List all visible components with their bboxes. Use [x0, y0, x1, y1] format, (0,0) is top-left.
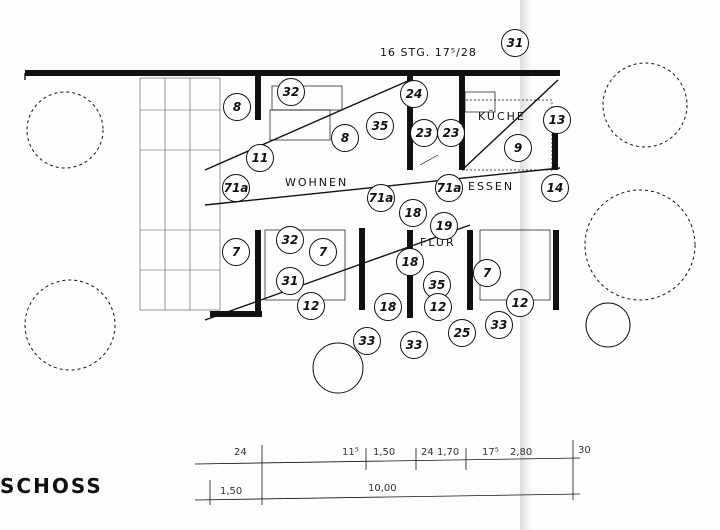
dim-label: 10,00 — [368, 483, 397, 494]
item-marker: 32 — [277, 78, 305, 106]
dim-label: 1,50 — [373, 447, 396, 458]
item-marker: 33 — [400, 331, 428, 359]
dim-label: 1,50 — [220, 486, 243, 497]
item-marker: 18 — [374, 293, 402, 321]
dim-label: 30 — [578, 445, 591, 456]
item-marker: 33 — [485, 311, 513, 339]
item-marker: 23 — [410, 119, 438, 147]
item-marker: 71a — [367, 184, 395, 212]
item-marker: 33 — [353, 327, 381, 355]
item-marker: 31 — [276, 267, 304, 295]
item-marker: 18 — [399, 199, 427, 227]
dim-label: 11⁵ — [342, 447, 359, 458]
item-marker: 71a — [435, 174, 463, 202]
item-marker: 71a — [222, 174, 250, 202]
item-marker: 9 — [504, 134, 532, 162]
item-marker: 25 — [448, 319, 476, 347]
dim-label: 17⁵ — [482, 447, 499, 458]
room-label-wohnen: WOHNEN — [285, 176, 349, 189]
item-marker: 18 — [396, 248, 424, 276]
paper-fold-shadow — [520, 0, 720, 530]
item-marker: 31 — [501, 29, 529, 57]
item-marker: 8 — [223, 93, 251, 121]
room-label-kueche: KÜCHE — [478, 110, 526, 123]
item-marker: 12 — [424, 293, 452, 321]
item-marker: 24 — [400, 80, 428, 108]
item-marker: 35 — [366, 112, 394, 140]
dim-label: 24 — [234, 447, 247, 458]
trees — [24, 62, 696, 394]
room-label-essen: ESSEN — [468, 180, 515, 193]
item-marker: 32 — [276, 226, 304, 254]
item-marker: 7 — [222, 238, 250, 266]
dim-label: 2,80 — [510, 447, 533, 458]
item-marker: 8 — [331, 124, 359, 152]
sheet-title: SCHOSS — [0, 474, 103, 498]
item-marker: 14 — [541, 174, 569, 202]
stair-note: 16 STG. 17⁵/28 — [380, 46, 477, 59]
item-marker: 12 — [506, 289, 534, 317]
item-marker: 7 — [309, 238, 337, 266]
item-marker: 19 — [430, 212, 458, 240]
item-marker: 23 — [437, 119, 465, 147]
item-marker: 12 — [297, 292, 325, 320]
item-marker: 13 — [543, 106, 571, 134]
dim-label: 24 — [421, 447, 434, 458]
item-marker: 7 — [473, 259, 501, 287]
item-marker: 11 — [246, 144, 274, 172]
dim-label: 1,70 — [437, 447, 460, 458]
